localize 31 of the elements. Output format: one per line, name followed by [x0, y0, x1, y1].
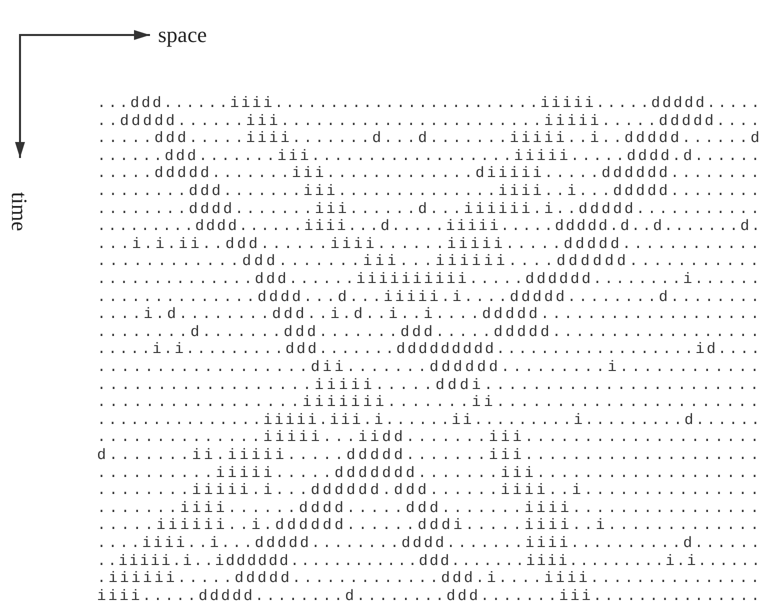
- automaton-row: .....i.i.........ddd.......ddddddddd..................id....: [97, 342, 762, 358]
- automaton-row: ..........iiiii.....ddddddd.......iii...................: [97, 466, 762, 482]
- automaton-row: ..................dii.......dddddd.........i............: [97, 360, 762, 376]
- axis-label: time: [6, 192, 32, 232]
- automaton-row: .iiiiii.....ddddd.............ddd.i....iiii...............: [97, 571, 762, 588]
- automaton-row: ........iiiii.i...dddddd.ddd......iiii..i...............: [97, 483, 762, 500]
- automaton-row: .....ddddd.......iii.............diiiii.....dddddd........: [97, 166, 762, 182]
- automaton-row: ....iiii..i...ddddd........dddd.......iiii..........d......: [97, 536, 762, 552]
- automaton-row: .....ddd.....iiii.......d...d.......iiiii..i..ddddd......d: [97, 131, 762, 148]
- automaton-row: ............ddd.......iii...iiiiii....dddddd...........: [97, 254, 762, 270]
- automaton-row: .................iiiiiii.......ii......................: [97, 395, 762, 412]
- automaton-row: ........d.......ddd.......ddd.....ddddd..................: [97, 324, 762, 341]
- automaton-row: ......ddd.......iii..................iiiii.....dddd.d......: [97, 148, 762, 165]
- automaton-row: ....i.d........ddd..i.d..i..i....ddddd...................: [97, 307, 762, 324]
- automaton-row: .........dddd......iiii...d.....iiiii.....ddddd.d..d.......d.: [97, 219, 762, 236]
- automaton-row: ........dddd.......iii......d...iiiiii.i..ddddd...........: [97, 202, 762, 218]
- automaton-row: .....iiiiii..i.dddddd......dddi.....iiii..i.............: [97, 518, 762, 534]
- automaton-row: ...............iiiii.iii.i......ii.........i.........d......: [97, 412, 762, 429]
- automaton-row: .......iiii......dddd.....ddd.......iiii................: [97, 500, 762, 517]
- automaton-row: ...ddd......iiii........................iiiii.....ddddd.....: [97, 96, 762, 112]
- axis-label: space: [158, 22, 207, 48]
- automaton-row: iiii.....ddddd........d........ddd.......iii...............: [97, 588, 762, 605]
- automaton-row: ..ddddd......iii.......................iiiii.....ddddd....: [97, 114, 762, 130]
- automaton-row: ........ddd.......iii..............iiii..i...ddddd........: [97, 184, 762, 200]
- automaton-row: ..................iiiii.....dddi.......................: [97, 378, 762, 394]
- automaton-row: ...i.i.ii..ddd......iiii......iiiii.....ddddd............: [97, 236, 762, 253]
- automaton-row: ..............iiiii...iidd.......iii....................: [97, 430, 762, 446]
- automaton-row: ..iiiii.i..idddddd............ddd.......iiii.........i.i......: [97, 554, 762, 570]
- automaton-row: ..............ddd......iiiiiiiiii.....dddddd........i......: [97, 272, 762, 288]
- automaton-row: d.......ii.iiiii.....ddddd.......iii....................: [97, 448, 762, 464]
- automaton-row: ..............dddd...d...iiiii.i....ddddd........d........: [97, 290, 762, 306]
